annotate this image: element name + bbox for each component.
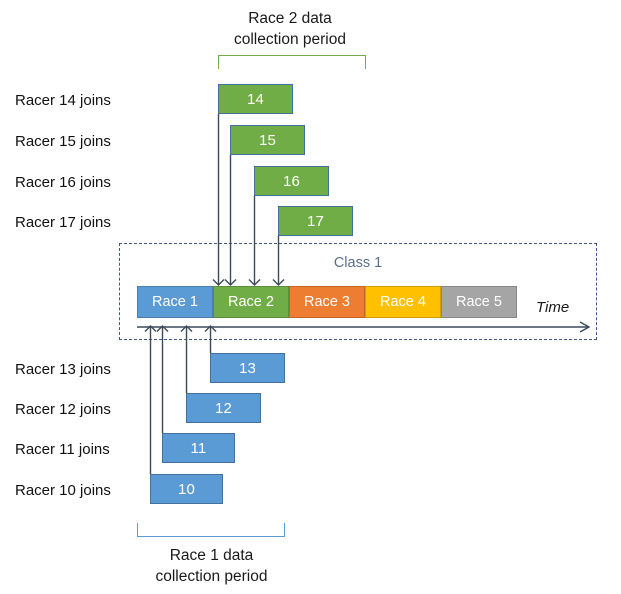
race-bar-5[interactable]: Race 5 xyxy=(441,286,517,318)
race2-collection-bracket xyxy=(218,55,366,69)
racer-bar-11[interactable]: 11 xyxy=(162,433,235,463)
racer-bar-16[interactable]: 16 xyxy=(254,166,329,196)
row-label-11: Racer 11 joins xyxy=(15,441,110,458)
race-bar-4[interactable]: Race 4 xyxy=(365,286,441,318)
row-label-13: Racer 13 joins xyxy=(15,361,111,378)
time-axis-label: Time xyxy=(536,299,570,316)
row-label-16: Racer 16 joins xyxy=(15,174,111,191)
top-caption: Race 2 data collection period xyxy=(233,10,346,48)
class-container xyxy=(119,243,597,340)
row-label-17: Racer 17 joins xyxy=(15,214,111,231)
row-label-12: Racer 12 joins xyxy=(15,401,111,418)
race1-collection-bracket xyxy=(137,523,285,537)
row-label-15: Racer 15 joins xyxy=(15,133,111,150)
class-title: Class 1 xyxy=(333,255,383,271)
row-label-14: Racer 14 joins xyxy=(15,92,111,109)
bottom-caption: Race 1 data collection period xyxy=(155,547,268,585)
race-bar-3[interactable]: Race 3 xyxy=(289,286,365,318)
row-label-10: Racer 10 joins xyxy=(15,482,111,499)
race-bar-2[interactable]: Race 2 xyxy=(213,286,289,318)
racer-bar-15[interactable]: 15 xyxy=(230,125,305,155)
racer-bar-17[interactable]: 17 xyxy=(278,206,353,236)
racer-bar-12[interactable]: 12 xyxy=(186,393,261,423)
racer-bar-10[interactable]: 10 xyxy=(150,474,223,504)
racer-bar-13[interactable]: 13 xyxy=(210,353,285,383)
racer-bar-14[interactable]: 14 xyxy=(218,84,293,114)
race-bar-1[interactable]: Race 1 xyxy=(137,286,213,318)
